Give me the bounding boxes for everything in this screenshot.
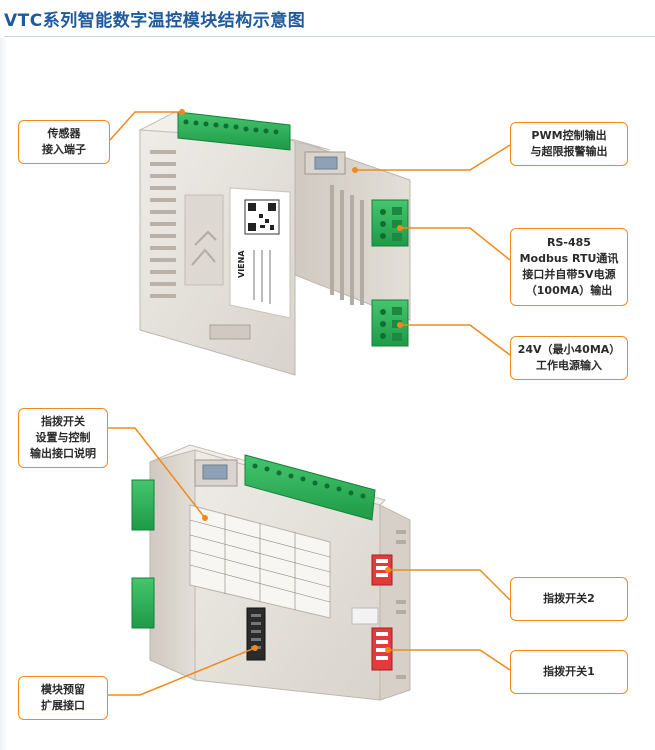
callout-rs485-line4: （100MA）输出 — [525, 284, 613, 297]
callout-rs485: RS-485 Modbus RTU通讯 接口并自带5V电源 （100MA）输出 — [510, 228, 628, 306]
leader-lines — [107, 111, 511, 696]
callout-pwm-line1: PWM控制输出 — [531, 129, 607, 142]
dip-switch-1 — [371, 627, 393, 671]
power-terminal — [371, 299, 409, 347]
callout-sensor-line1: 传感器 — [47, 127, 81, 140]
side-shade — [0, 38, 8, 750]
bottom-top-terminal — [244, 454, 376, 521]
title-divider — [4, 36, 655, 37]
page-title: VTC系列智能数字温控模块结构示意图 — [4, 11, 306, 31]
sensor-terminal — [177, 111, 291, 151]
callout-pwm-line2: 与超限报警输出 — [530, 145, 608, 158]
rs485-terminal — [371, 199, 409, 247]
top-module: VIENA — [138, 111, 411, 376]
callout-rs485-line3: 接口并自带5V电源 — [522, 268, 616, 281]
brand-label: VIENA — [237, 250, 246, 278]
callout-rs485-line2: Modbus RTU通讯 — [519, 252, 619, 265]
callout-pwm-output: PWM控制输出 与超限报警输出 — [510, 122, 628, 166]
instruction-table — [189, 504, 331, 619]
top-module-vents — [150, 150, 176, 298]
callout-dip1-label: 指拨开关1 — [543, 665, 595, 678]
callout-sensor-terminal: 传感器 接入端子 — [18, 120, 110, 164]
callout-dip-switch-2: 指拨开关2 — [510, 577, 628, 621]
callout-dip-desc-line1: 指拨开关 — [41, 415, 85, 428]
callout-dip-description: 指拨开关 设置与控制 输出接口说明 — [18, 408, 108, 468]
qr-code — [244, 199, 280, 235]
callout-power-line2: 工作电源输入 — [536, 359, 602, 372]
bottom-module — [131, 444, 411, 701]
callout-power-input: 24V（最小40MA） 工作电源输入 — [510, 336, 628, 380]
callout-expansion-port: 模块预留 扩展接口 — [18, 676, 108, 720]
callout-sensor-line2: 接入端子 — [42, 143, 86, 156]
callout-dip-desc-line3: 输出接口说明 — [30, 447, 96, 460]
callout-rs485-line1: RS-485 — [547, 236, 591, 249]
callout-dip2-label: 指拨开关2 — [543, 592, 595, 605]
expansion-port — [246, 607, 266, 661]
callout-power-line1: 24V（最小40MA） — [517, 343, 621, 356]
callout-dip-desc-line2: 设置与控制 — [35, 431, 91, 444]
callout-dip-switch-1: 指拨开关1 — [510, 650, 628, 694]
callout-expansion-line1: 模块预留 — [41, 683, 85, 696]
callout-expansion-line2: 扩展接口 — [41, 699, 85, 712]
